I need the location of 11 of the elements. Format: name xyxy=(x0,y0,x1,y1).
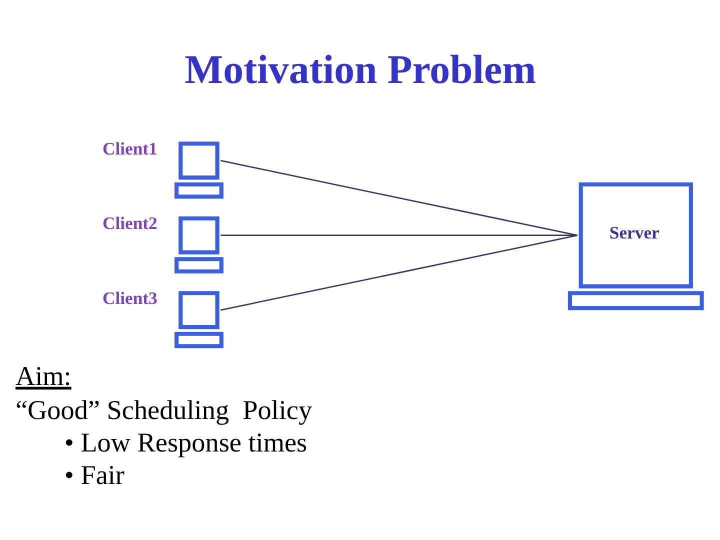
connector xyxy=(220,234,578,236)
label: • Low Response times xyxy=(64,427,308,458)
node-label: Client1 xyxy=(102,138,158,158)
diagram-title: Motivation Problem xyxy=(184,47,536,92)
label: Aim: xyxy=(15,360,72,391)
node-label: Client2 xyxy=(102,213,158,234)
connector xyxy=(220,160,578,236)
label: “Good” Scheduling Policy xyxy=(15,394,312,425)
connector xyxy=(220,234,578,311)
node-label: Client3 xyxy=(102,288,158,308)
label: • Fair xyxy=(64,460,124,490)
